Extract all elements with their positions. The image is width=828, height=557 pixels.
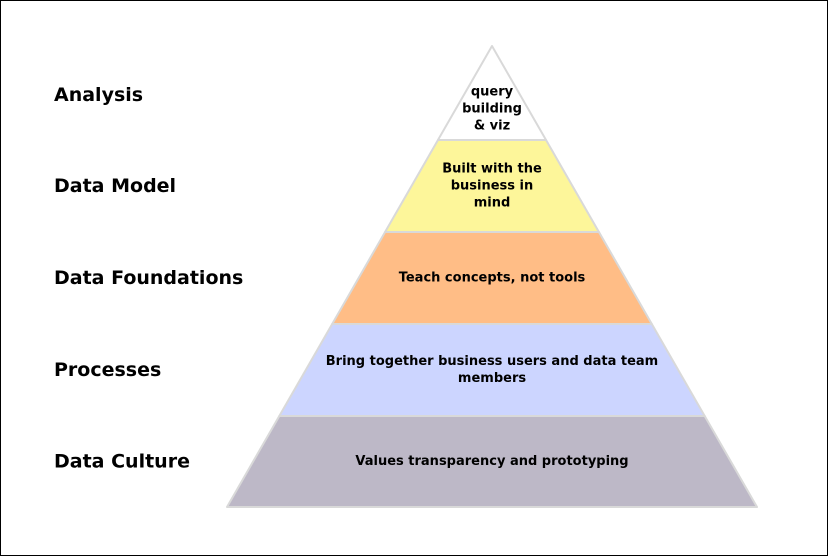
pyramid-tier-5 — [226, 415, 758, 508]
level-label-1: Analysis — [54, 84, 143, 106]
level-label-3: Data Foundations — [54, 267, 243, 289]
tier-text-4-line-1: Bring together business users and data t… — [326, 354, 658, 369]
tier-text-2-line-2: business in — [451, 179, 534, 194]
level-label-2: Data Model — [54, 175, 176, 197]
pyramid-tier-4 — [278, 323, 706, 417]
tier-text-2-line-3: mind — [474, 196, 511, 211]
tier-text-5-line-1: Values transparency and prototyping — [355, 454, 628, 469]
tier-text-4-line-2: members — [458, 371, 526, 386]
tier-text-1-line-1: query — [471, 85, 514, 100]
tier-text-1-line-2: building — [462, 102, 522, 117]
level-label-4: Processes — [54, 359, 161, 381]
level-label-5: Data Culture — [54, 451, 190, 473]
tier-text-1-line-3: & viz — [474, 119, 510, 134]
tier-text-2-line-1: Built with the — [442, 162, 542, 177]
tier-text-3-line-1: Teach concepts, not tools — [399, 271, 586, 286]
